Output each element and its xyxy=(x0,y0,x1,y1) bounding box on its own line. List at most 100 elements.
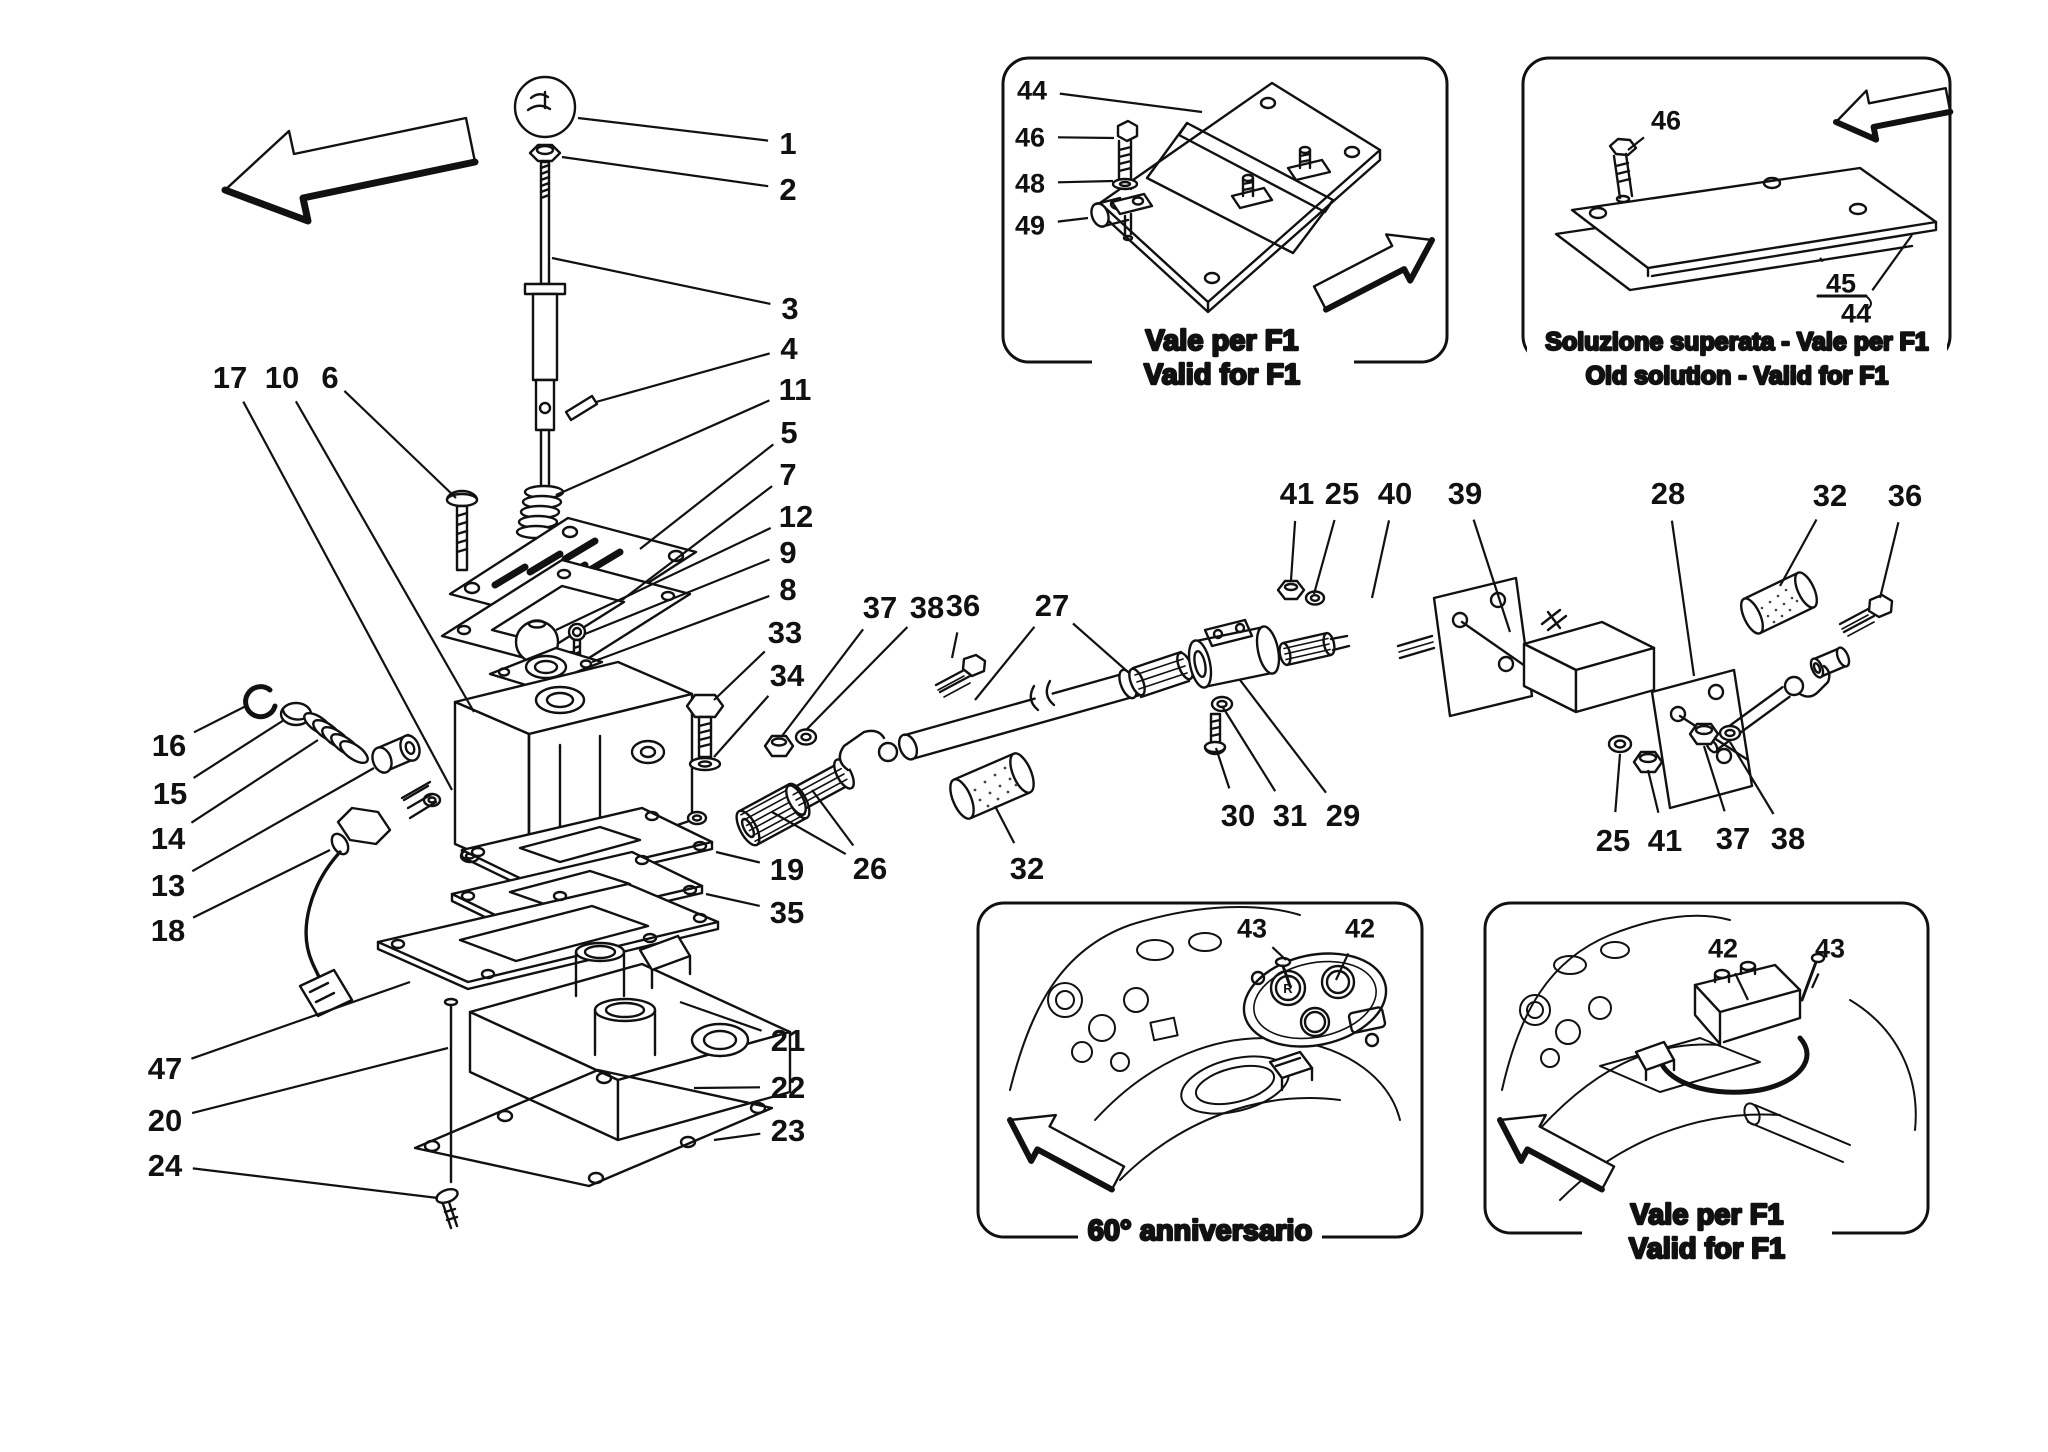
nut-37 xyxy=(763,734,795,758)
inset-caption-line: Valid for F1 xyxy=(1629,1233,1785,1265)
shift-lever xyxy=(523,160,567,494)
leader-line xyxy=(1729,741,1775,815)
callout-11: 11 xyxy=(779,372,812,407)
leader-line xyxy=(1819,257,1824,263)
callout-36: 36 xyxy=(1888,478,1922,513)
leader-line xyxy=(561,155,769,188)
leader-line xyxy=(1057,136,1115,140)
bolt-36 xyxy=(934,653,987,698)
callout-18: 18 xyxy=(151,913,185,948)
leader-line xyxy=(555,399,770,497)
bolt-46b xyxy=(1608,137,1638,204)
leader-line xyxy=(771,811,847,856)
detent-spring xyxy=(303,711,369,765)
callout-49: 49 xyxy=(1015,211,1045,241)
leader-line xyxy=(1059,92,1203,114)
leader-line xyxy=(1239,679,1327,794)
inset-caption-line: Soluzione superata - Vale per F1 xyxy=(1545,328,1929,356)
leader-line xyxy=(1370,520,1391,599)
callout-39: 39 xyxy=(1448,476,1482,511)
detent-bushing xyxy=(371,733,421,774)
console-sketch xyxy=(1009,905,1401,1181)
f1-switch-panel-42: R xyxy=(1242,952,1388,1092)
washer-38 xyxy=(794,728,818,746)
callout-38: 38 xyxy=(910,590,944,625)
rubber-damper-39 xyxy=(1522,608,1656,714)
nut-37b xyxy=(1688,722,1720,746)
leader-line xyxy=(1057,216,1089,223)
leader-line xyxy=(192,1167,439,1200)
nut-41b xyxy=(1632,750,1664,774)
nut-41a xyxy=(1276,579,1306,601)
callout-41: 41 xyxy=(1280,476,1314,511)
callout-6: 6 xyxy=(321,360,338,395)
callout-32: 32 xyxy=(1010,851,1044,886)
leader-line xyxy=(242,401,453,791)
callout-25: 25 xyxy=(1596,823,1630,858)
callout-41: 41 xyxy=(1648,823,1682,858)
leader-line xyxy=(191,767,375,873)
washer-34 xyxy=(688,756,722,772)
leader-line xyxy=(1878,521,1900,599)
direction-arrow-inset3 xyxy=(1007,1113,1126,1193)
gasket-19 xyxy=(460,806,714,893)
leader-line xyxy=(621,485,773,601)
leader-line xyxy=(1627,136,1645,151)
washer-25b xyxy=(1607,734,1633,754)
leader-line xyxy=(191,1046,449,1115)
callout-28: 28 xyxy=(1651,476,1685,511)
leader-line xyxy=(343,390,457,499)
callout-34: 34 xyxy=(770,658,805,693)
button-label-r: R xyxy=(1283,981,1293,996)
inset-old-solution: Soluzione superata - Vale per F1 Old sol… xyxy=(1521,56,1954,398)
inset-60-anniversario: R 60° anniversario xyxy=(976,901,1424,1254)
stud xyxy=(1230,173,1274,210)
callout-23: 23 xyxy=(771,1113,805,1148)
gearbox-plate-44 xyxy=(1098,81,1382,314)
leader-line xyxy=(1335,952,1350,981)
rubber-sleeve-32 xyxy=(949,752,1035,820)
callout-40: 40 xyxy=(1378,476,1412,511)
callout-31: 31 xyxy=(1273,798,1307,833)
callout-37: 37 xyxy=(1716,821,1750,856)
callout-38: 38 xyxy=(1771,821,1805,856)
washer-48 xyxy=(1111,177,1139,191)
callout-21: 21 xyxy=(771,1023,805,1058)
callout-48: 48 xyxy=(1015,169,1045,199)
leader-line xyxy=(1072,622,1129,673)
leader-line xyxy=(294,400,475,713)
spline-couplers xyxy=(735,758,855,847)
bolt-46 xyxy=(1116,119,1139,191)
screw-24 xyxy=(435,1188,459,1230)
leader-line xyxy=(192,849,331,919)
callout-27: 27 xyxy=(1035,588,1069,623)
callout-5: 5 xyxy=(780,415,797,450)
direction-arrow-main xyxy=(221,116,479,225)
inset-caption-line: Vale per F1 xyxy=(1145,325,1298,357)
leader-line xyxy=(190,739,319,824)
callout-36: 36 xyxy=(946,588,980,623)
direction-arrow-inset4 xyxy=(1497,1113,1616,1193)
leader-line xyxy=(1779,518,1818,587)
leader-line xyxy=(1289,520,1297,581)
inset-valid-f1-bottom: Vale per F1 Valid for F1 xyxy=(1483,901,1930,1270)
old-plate-assembly xyxy=(1554,166,1938,292)
callout-20: 20 xyxy=(148,1103,182,1138)
leader-line xyxy=(191,980,411,1060)
screw-9 xyxy=(567,622,587,666)
leader-line xyxy=(555,527,772,631)
callout-13: 13 xyxy=(151,868,185,903)
leader-line xyxy=(1221,705,1277,792)
leader-line xyxy=(1057,179,1114,184)
callout-47: 47 xyxy=(148,1051,182,1086)
callout-32: 32 xyxy=(1813,478,1847,513)
bracket-40 xyxy=(1432,576,1534,718)
drive-shaft xyxy=(838,650,1194,772)
washer-38b xyxy=(1718,724,1742,742)
callout-16: 16 xyxy=(152,728,186,763)
leader-line xyxy=(584,558,770,636)
callout-22: 22 xyxy=(771,1070,805,1105)
leader-line xyxy=(1472,519,1512,633)
ball-socket-flange xyxy=(488,646,604,702)
inset-valid-f1-top: Vale per F1 Valid for F1 xyxy=(1001,56,1449,396)
